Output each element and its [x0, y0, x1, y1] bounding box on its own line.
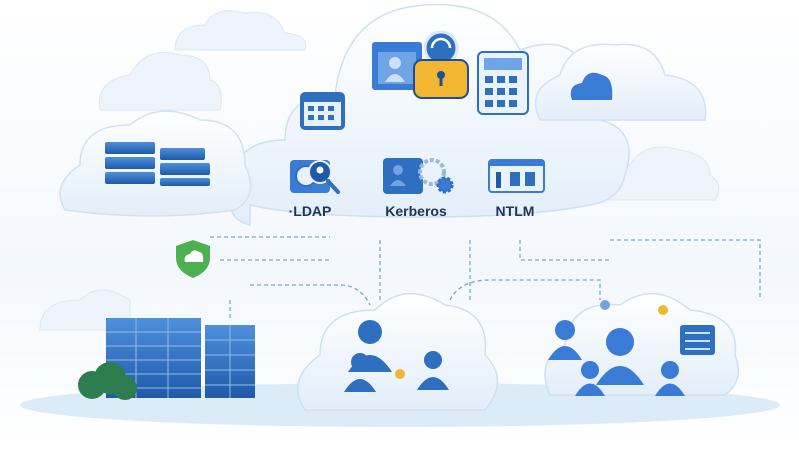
ldap-search-user-icon	[290, 160, 340, 194]
ntlm-window-icon	[488, 159, 545, 193]
bush	[78, 362, 137, 400]
calendar-icon	[300, 92, 345, 130]
protocol-label-ntlm: NTLM	[495, 203, 535, 219]
users-group-icon	[344, 320, 449, 392]
network-users-icon	[548, 300, 685, 396]
dashed-connectors	[210, 236, 761, 320]
id-card-icon	[372, 42, 422, 90]
top-right-cloud	[534, 43, 707, 121]
shield-cloud-icon	[176, 240, 210, 278]
left-cloud	[59, 110, 252, 217]
bottom-center-cloud	[297, 293, 499, 411]
server-stack-icon	[105, 142, 210, 186]
protocol-label-kerberos: Kerberos	[385, 203, 447, 219]
lock-icon	[413, 30, 469, 99]
protocol-label-ldap: ·LDAP	[288, 203, 332, 219]
server-panel-icon	[680, 325, 715, 355]
kerberos-user-gear-icon	[383, 158, 454, 194]
cloud-icon	[570, 72, 613, 100]
calculator-icon	[477, 51, 529, 115]
